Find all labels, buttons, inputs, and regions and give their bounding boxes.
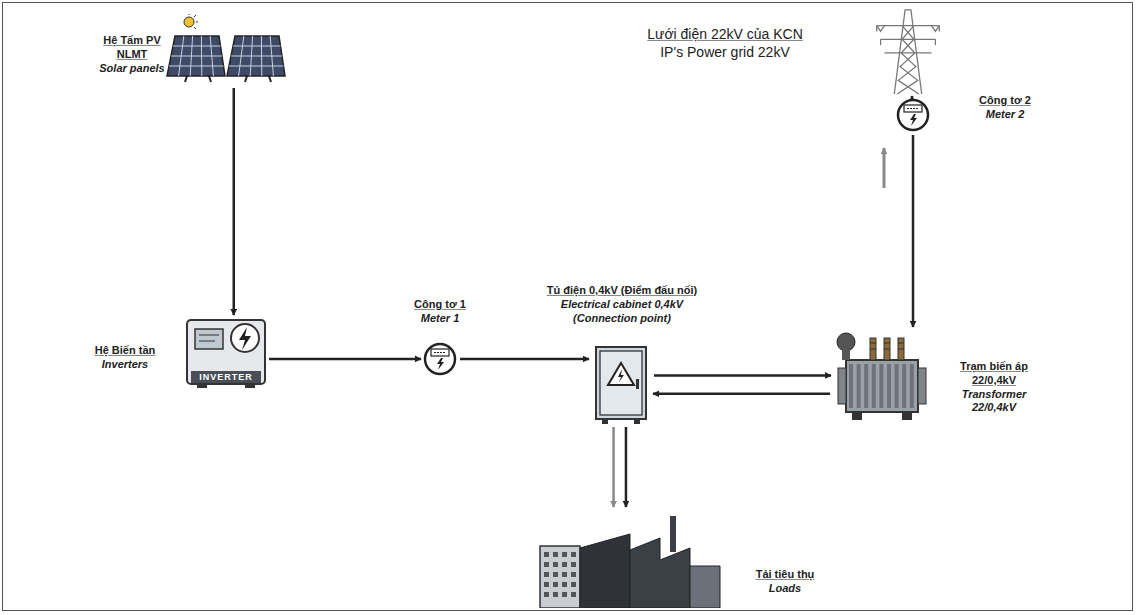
- node-caption: Công tơ 2Meter 2: [960, 94, 1050, 122]
- equipment-icon: [520, 508, 730, 608]
- equipment-node: Hệ Tấm PV NLMTSolar panels: [165, 14, 290, 86]
- power-flow-arrow: [654, 374, 831, 377]
- node-subtitle: IP's Power grid 22kV: [600, 44, 850, 62]
- node-title: Trạm biến áp 22/0,4kV: [944, 360, 1044, 388]
- equipment-icon: [832, 328, 932, 422]
- power-flow-arrow: [625, 427, 628, 507]
- node-title: Hệ Biến tần: [80, 344, 170, 358]
- node-caption: Trạm biến áp 22/0,4kVTransformer 22/0,4k…: [944, 360, 1044, 415]
- node-caption: Tải tiêu thụLoads: [740, 568, 830, 596]
- equipment-node: Tủ điện 0,4kV (Điểm đấu nối)Electrical c…: [590, 345, 652, 425]
- power-flow-arrow: [612, 427, 615, 507]
- equipment-icon: [590, 345, 652, 425]
- node-subtitle: Inverters: [80, 358, 170, 372]
- node-title: Lưới điện 22kV của KCN: [600, 26, 850, 44]
- node-subtitle: Loads: [740, 582, 830, 596]
- equipment-icon: [895, 97, 931, 133]
- node-title: Công tơ 2: [960, 94, 1050, 108]
- equipment-icon: [165, 14, 290, 86]
- node-caption: Hệ Tấm PV NLMTSolar panels: [92, 34, 172, 75]
- node-title: Tủ điện 0,4kV (Điểm đấu nối): [532, 284, 712, 298]
- power-flow-arrow: [911, 96, 914, 98]
- power-flow-arrow: [269, 358, 421, 361]
- equipment-node: Lưới điện 22kV của KCNIP's Power grid 22…: [858, 6, 958, 96]
- node-subtitle: Transformer 22/0,4kV: [944, 388, 1044, 416]
- equipment-node: Hệ Biến tầnInvertersINVERTER: [185, 316, 267, 390]
- power-flow-arrow: [233, 88, 236, 315]
- power-flow-arrow: [653, 393, 830, 396]
- node-title: Công tơ 1: [390, 298, 490, 312]
- power-flow-arrow: [912, 135, 915, 327]
- export-arrow: [883, 148, 886, 188]
- node-subtitle: Solar panels: [92, 62, 172, 76]
- node-caption: Tủ điện 0,4kV (Điểm đấu nối)Electrical c…: [532, 284, 712, 325]
- equipment-node: Công tơ 2Meter 2: [895, 97, 931, 133]
- node-caption: Công tơ 1Meter 1: [390, 298, 490, 326]
- node-subtitle: Meter 2: [960, 108, 1050, 122]
- equipment-icon: [422, 341, 458, 377]
- equipment-node: Công tơ 1Meter 1: [422, 341, 458, 377]
- node-caption: Lưới điện 22kV của KCNIP's Power grid 22…: [600, 26, 850, 61]
- power-flow-arrow: [460, 358, 589, 361]
- node-title: Tải tiêu thụ: [740, 568, 830, 582]
- equipment-node: Trạm biến áp 22/0,4kVTransformer 22/0,4k…: [832, 328, 932, 422]
- node-title: Hệ Tấm PV NLMT: [92, 34, 172, 62]
- node-caption: Hệ Biến tầnInverters: [80, 344, 170, 372]
- device-label: INVERTER: [191, 371, 261, 383]
- node-subtitle: Meter 1: [390, 312, 490, 326]
- node-subtitle: Electrical cabinet 0,4kV (Connection poi…: [532, 298, 712, 326]
- equipment-node: Tải tiêu thụLoads: [520, 508, 730, 608]
- equipment-icon: [858, 6, 958, 96]
